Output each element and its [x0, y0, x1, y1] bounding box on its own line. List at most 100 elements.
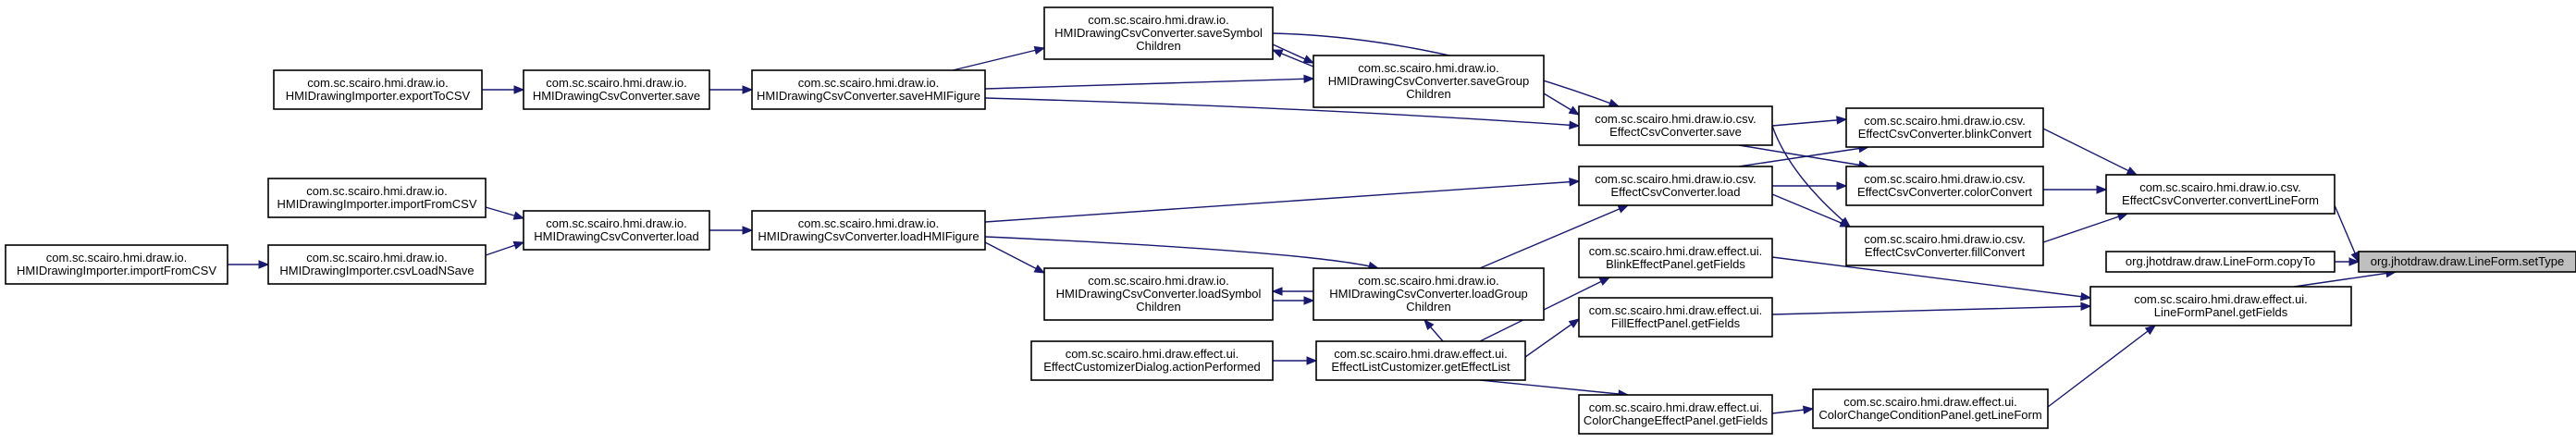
edge-arrowhead — [2096, 185, 2108, 194]
node-csvSave[interactable]: com.sc.scairo.hmi.draw.io.csv.EffectCsvC… — [1578, 105, 1773, 146]
edge-arrowhead — [1271, 287, 1283, 296]
node-loadGroupChildren[interactable]: com.sc.scairo.hmi.draw.io.HMIDrawingCsvC… — [1313, 267, 1545, 321]
edge-line — [984, 236, 1379, 269]
edge-saveSymbolChildren-to-csvSave — [1272, 32, 1621, 107]
node-setType[interactable]: org.jhotdraw.draw.LineForm.setType — [2358, 251, 2576, 273]
node-box — [1845, 226, 2044, 266]
edge-arrowhead — [742, 85, 754, 94]
node-box — [267, 244, 487, 285]
node-label-line: EffectCsvConverter.convertLineForm — [2122, 193, 2319, 207]
node-blinkEffectPanel[interactable]: com.sc.scairo.hmi.draw.effect.ui.BlinkEf… — [1578, 238, 1773, 278]
node-label-line: com.sc.scairo.hmi.draw.io. — [1358, 61, 1498, 75]
node-colorChangeEffectPanel[interactable]: com.sc.scairo.hmi.draw.effect.ui.ColorCh… — [1578, 394, 1773, 435]
edge-arrowhead — [1568, 105, 1581, 116]
edge-line — [1479, 204, 1629, 269]
edge-convertLineForm-to-setType — [2334, 204, 2360, 264]
node-blinkConvert[interactable]: com.sc.scairo.hmi.draw.io.csv.EffectCsvC… — [1845, 107, 2044, 148]
node-label-line: com.sc.scairo.hmi.draw.io.csv. — [2139, 180, 2301, 194]
node-importFromCSV[interactable]: com.sc.scairo.hmi.draw.io.HMIDrawingImpo… — [267, 178, 487, 218]
edge-arrowhead — [1568, 318, 1581, 328]
edge-arrowhead — [1306, 356, 1318, 365]
edge-arrowhead — [1836, 181, 1848, 191]
node-loadSymbolChildren[interactable]: com.sc.scairo.hmi.draw.io.HMIDrawingCsvC… — [1043, 267, 1274, 321]
edge-line — [1524, 318, 1580, 358]
edge-arrowhead — [1424, 318, 1435, 331]
edge-saveGroupChildren-to-csvSave — [1543, 92, 1581, 116]
node-box — [1313, 55, 1545, 108]
node-label-line: com.sc.scairo.hmi.draw.io. — [1088, 274, 1228, 288]
edge-loadGroupChildren-to-loadSymbolChildren — [1271, 287, 1313, 296]
edge-saveHMIFigure-to-saveGroupChildren — [984, 74, 1315, 90]
node-label-line: Children — [1406, 300, 1450, 314]
node-importFromCSVRoot[interactable]: com.sc.scairo.hmi.draw.io.HMIDrawingImpo… — [5, 244, 228, 285]
node-saveHMIFigure[interactable]: com.sc.scairo.hmi.draw.io.HMIDrawingCsvC… — [751, 69, 986, 110]
edge-arrowhead — [1803, 405, 1815, 414]
edge-saveHMIFigure-to-csvSave — [984, 97, 1581, 129]
edge-colorChangeEffectPanel-to-colorChangeConditionPanel — [1771, 405, 1815, 414]
node-label-line: com.sc.scairo.hmi.draw.io.csv. — [1864, 172, 2026, 186]
edge-effectListCustomizer-to-fillEffectPanel — [1524, 318, 1581, 358]
node-label-line: EffectListCustomizer.getEffectList — [1331, 360, 1510, 374]
edge-arrowhead — [1303, 296, 1315, 305]
node-converterLoad[interactable]: com.sc.scairo.hmi.draw.io.HMIDrawingCsvC… — [523, 210, 710, 251]
node-fillEffectPanel[interactable]: com.sc.scairo.hmi.draw.effect.ui.FillEff… — [1578, 297, 1773, 338]
node-saveGroupChildren[interactable]: com.sc.scairo.hmi.draw.io.HMIDrawingCsvC… — [1313, 55, 1545, 108]
node-label-line: com.sc.scairo.hmi.draw.io. — [546, 216, 686, 230]
edge-arrowhead — [2079, 291, 2092, 301]
node-label-line: HMIDrawingCsvConverter.loadGroup — [1329, 287, 1528, 301]
node-actionPerformed[interactable]: com.sc.scairo.hmi.draw.effect.ui.EffectC… — [1030, 340, 1274, 381]
edge-arrowhead — [2144, 325, 2157, 336]
edge-arrowhead — [1569, 120, 1581, 129]
edge-line — [984, 180, 1580, 223]
node-copyTo[interactable]: org.jhotdraw.draw.LineForm.copyTo — [2105, 251, 2336, 273]
node-csvLoadNSave[interactable]: com.sc.scairo.hmi.draw.io.HMIDrawingImpo… — [267, 244, 487, 285]
edge-line — [1771, 118, 1847, 127]
edge-loadHMIFigure-to-csvLoad — [984, 177, 1581, 223]
node-label-line: com.sc.scairo.hmi.draw.effect.ui. — [1589, 244, 1763, 258]
node-converterSave[interactable]: com.sc.scairo.hmi.draw.io.HMIDrawingCsvC… — [523, 69, 710, 110]
edge-line — [1771, 125, 1851, 228]
node-label-line: com.sc.scairo.hmi.draw.io. — [1358, 274, 1498, 288]
node-csvLoad[interactable]: com.sc.scairo.hmi.draw.io.csv.EffectCsvC… — [1578, 166, 1773, 206]
edge-line — [2042, 128, 2138, 176]
edge-line — [2334, 204, 2360, 263]
node-saveSymbolChildren[interactable]: com.sc.scairo.hmi.draw.io.HMIDrawingCsvC… — [1043, 6, 1274, 60]
edge-arrowhead — [1303, 74, 1315, 84]
node-colorConvert[interactable]: com.sc.scairo.hmi.draw.io.csv.EffectCsvC… — [1845, 166, 2044, 206]
node-label-line: BlinkEffectPanel.getFields — [1606, 257, 1745, 271]
node-colorChangeConditionPanel[interactable]: com.sc.scairo.hmi.draw.effect.ui.ColorCh… — [1812, 388, 2049, 429]
node-label-line: com.sc.scairo.hmi.draw.effect.ui. — [1334, 347, 1508, 361]
node-label-line: com.sc.scairo.hmi.draw.effect.ui. — [1589, 400, 1763, 414]
edge-arrowhead — [512, 240, 525, 250]
node-fillConvert[interactable]: com.sc.scairo.hmi.draw.io.csv.EffectCsvC… — [1845, 226, 2044, 266]
node-label-line: FillEffectPanel.getFields — [1611, 316, 1741, 330]
node-box — [1578, 394, 1773, 435]
edge-arrowhead — [742, 226, 754, 235]
node-box — [1812, 388, 2049, 429]
edge-line — [984, 97, 1580, 127]
edge-line — [952, 47, 1045, 71]
edge-arrowhead — [2080, 301, 2092, 312]
node-box — [1578, 105, 1773, 146]
edge-arrowhead — [1569, 177, 1581, 187]
edge-importFromCSVRoot-to-csvLoadNSave — [228, 260, 270, 269]
node-box — [1043, 6, 1274, 60]
node-convertLineForm[interactable]: com.sc.scairo.hmi.draw.io.csv.EffectCsvC… — [2105, 174, 2336, 215]
node-label-line: com.sc.scairo.hmi.draw.io.csv. — [1595, 112, 1756, 126]
node-label-line: HMIDrawingCsvConverter.saveHMIFigure — [757, 89, 980, 103]
call-nodes: org.jhotdraw.draw.LineForm.setType com.sc… — [5, 6, 2576, 435]
node-loadHMIFigure[interactable]: com.sc.scairo.hmi.draw.io.HMIDrawingCsvC… — [751, 210, 986, 251]
edge-colorChangeConditionPanel-to-lineFormPanelGetFields — [2047, 325, 2157, 408]
node-box — [1043, 267, 1274, 321]
node-box — [751, 69, 986, 110]
node-label-line: com.sc.scairo.hmi.draw.io. — [1088, 13, 1228, 27]
node-lineFormPanelGetFields[interactable]: com.sc.scairo.hmi.draw.effect.ui.LineFor… — [2089, 286, 2352, 326]
node-box — [1845, 107, 2044, 148]
node-label-line: HMIDrawingCsvConverter.loadSymbol — [1056, 287, 1262, 301]
node-exportToCSV[interactable]: com.sc.scairo.hmi.draw.io.HMIDrawingImpo… — [273, 69, 483, 110]
edge-exportToCSV-to-converterSave — [482, 85, 525, 94]
node-label-line: com.sc.scairo.hmi.draw.io. — [798, 76, 939, 90]
node-box — [1578, 166, 1773, 206]
node-label-line: EffectCsvConverter.blinkConvert — [1858, 127, 2032, 141]
node-effectListCustomizer[interactable]: com.sc.scairo.hmi.draw.effect.ui.EffectL… — [1315, 340, 1526, 381]
